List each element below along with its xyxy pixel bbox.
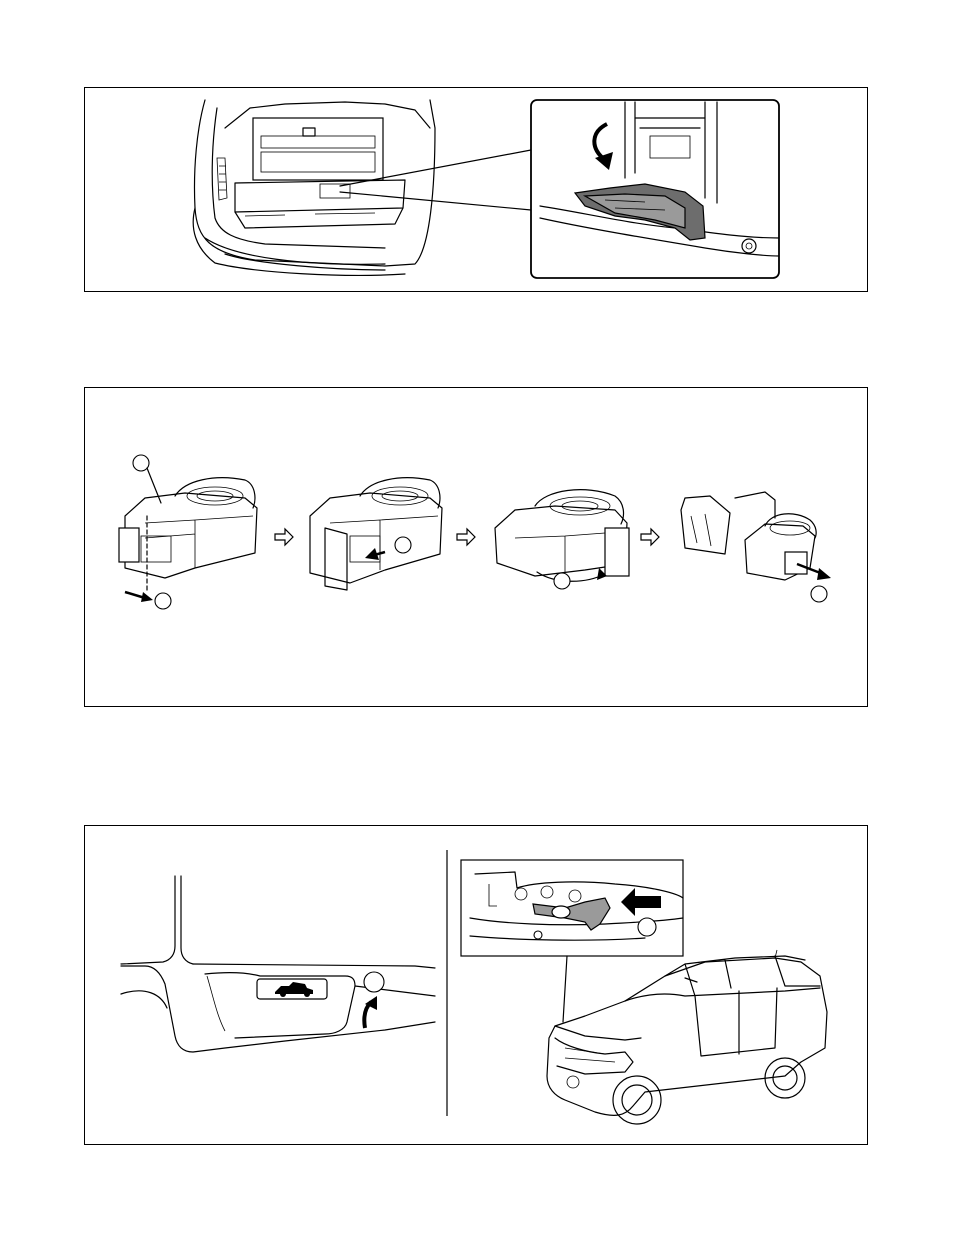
trunk-illustration-panel (84, 87, 868, 292)
step-arrow-icon (275, 529, 293, 545)
step-arrow-icon (457, 529, 475, 545)
unit-step-4 (681, 492, 831, 580)
callout-circle-icon (811, 586, 827, 602)
trunk-cargo-area-drawing (85, 88, 869, 293)
removal-sequence-panel (84, 387, 868, 707)
unit-step-1 (119, 478, 257, 602)
removal-steps-drawing (85, 388, 869, 708)
callout-circle-icon (395, 537, 411, 553)
unit-step-3 (495, 490, 629, 582)
curved-arrow-icon (364, 996, 377, 1028)
hood-release-drawing (85, 826, 869, 1146)
callout-circle-icon (554, 573, 570, 589)
hood-release-panel (84, 825, 868, 1145)
unit-step-2 (310, 478, 442, 590)
suv-front-view (547, 950, 827, 1124)
callout-circle-icon (364, 972, 384, 992)
dash-lower-panel (121, 876, 435, 1052)
step-arrow-icon (641, 529, 659, 545)
